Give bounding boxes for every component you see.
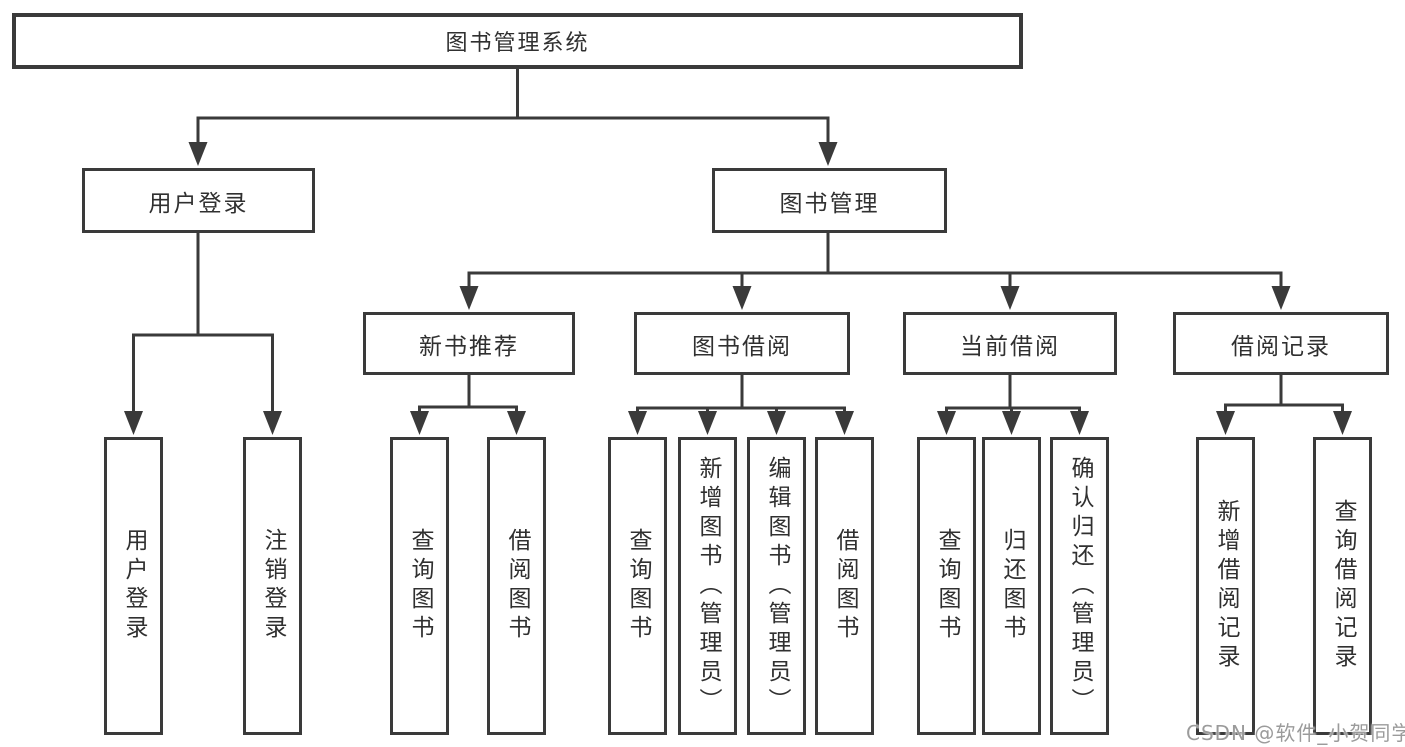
node-label: 用户登录 — [148, 190, 249, 217]
leaf-logout: 注销登录 — [243, 437, 302, 735]
connector-book-borrow-branch — [636, 375, 846, 413]
node-library-management-system: 图书管理系统 — [12, 13, 1023, 69]
arrowhead — [124, 411, 143, 435]
node-label: 查询借阅记录 — [1330, 499, 1356, 673]
leaf-query-books-current: 查询图书 — [917, 437, 976, 735]
node-label: 注销登录 — [260, 528, 286, 644]
node-label: 新书推荐 — [419, 333, 519, 360]
arrowhead — [507, 411, 526, 435]
arrowhead — [698, 411, 717, 435]
arrowhead — [410, 411, 429, 435]
node-new-book-recommend: 新书推荐 — [363, 312, 575, 375]
node-label: 编辑图书（管理员） — [764, 455, 790, 717]
arrowhead — [1271, 286, 1291, 310]
node-label: 图书借阅 — [692, 333, 792, 360]
node-label: 新增借阅记录 — [1213, 499, 1239, 673]
leaf-user-login: 用户登录 — [104, 437, 163, 735]
connector-borrow-records-branch — [1224, 375, 1344, 413]
node-label: 借阅图书 — [504, 528, 530, 644]
node-label: 当前借阅 — [960, 333, 1060, 360]
node-label: 借阅记录 — [1231, 333, 1331, 360]
connector-book-management-branch — [467, 233, 1283, 288]
arrowhead — [732, 286, 752, 310]
leaf-query-books-recommend: 查询图书 — [390, 437, 449, 735]
leaf-borrow-books-recommend: 借阅图书 — [487, 437, 546, 735]
csdn-watermark: CSDN @软件_小贺同学 — [1186, 721, 1405, 745]
leaf-add-borrow-record: 新增借阅记录 — [1196, 437, 1255, 735]
node-book-borrow: 图书借阅 — [634, 312, 850, 375]
arrowhead — [1000, 286, 1020, 310]
connector-current-borrow-branch — [945, 375, 1081, 413]
node-book-management: 图书管理 — [712, 168, 947, 233]
node-current-borrow: 当前借阅 — [903, 312, 1117, 375]
node-label: 归还图书 — [999, 528, 1025, 644]
arrowhead — [1333, 411, 1352, 435]
arrowhead — [767, 411, 786, 435]
leaf-add-book-admin: 新增图书（管理员） — [678, 437, 737, 735]
node-label: 图书管理 — [779, 190, 880, 217]
arrowhead — [628, 411, 647, 435]
arrowhead — [263, 411, 282, 435]
leaf-borrow-books: 借阅图书 — [815, 437, 874, 735]
node-label: 查询图书 — [407, 528, 433, 644]
node-label: 查询图书 — [625, 528, 651, 644]
leaf-edit-book-admin: 编辑图书（管理员） — [747, 437, 806, 735]
connector-root-to-level2 — [196, 68, 830, 144]
arrowhead — [1002, 411, 1021, 435]
node-label: 新增图书（管理员） — [695, 455, 721, 717]
node-user-login: 用户登录 — [82, 168, 315, 233]
arrowhead — [188, 142, 208, 166]
arrowhead — [459, 286, 479, 310]
arrowhead — [835, 411, 854, 435]
arrowhead — [937, 411, 956, 435]
node-borrow-records: 借阅记录 — [1173, 312, 1389, 375]
connector-user-login-branch — [132, 233, 274, 413]
leaf-confirm-return-admin: 确认归还（管理员） — [1050, 437, 1109, 735]
arrowhead — [818, 142, 838, 166]
node-label: 图书管理系统 — [445, 31, 590, 56]
node-label: 确认归还（管理员） — [1067, 455, 1093, 717]
node-label: 借阅图书 — [832, 528, 858, 644]
leaf-query-books-borrow: 查询图书 — [608, 437, 667, 735]
node-label: 用户登录 — [121, 528, 147, 644]
arrowhead — [1070, 411, 1089, 435]
node-label: 查询图书 — [934, 528, 960, 644]
leaf-query-borrow-record: 查询借阅记录 — [1313, 437, 1372, 735]
leaf-return-book: 归还图书 — [982, 437, 1041, 735]
arrowhead — [1216, 411, 1235, 435]
connector-new-book-branch — [418, 375, 518, 413]
